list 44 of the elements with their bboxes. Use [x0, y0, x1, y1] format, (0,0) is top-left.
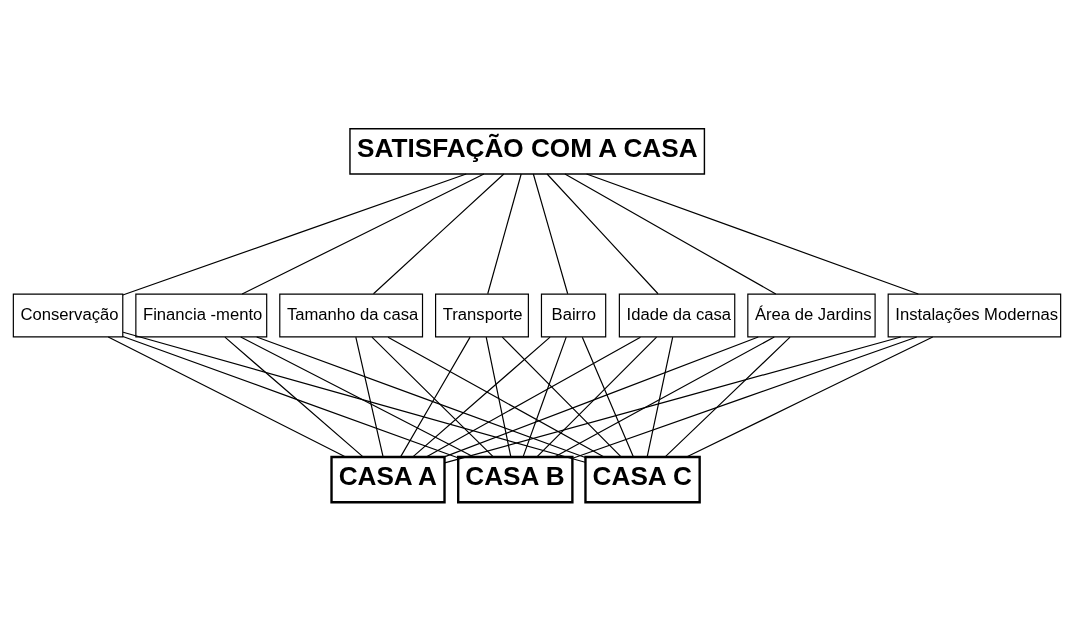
connector — [372, 173, 505, 295]
connector — [444, 336, 902, 464]
connector — [554, 336, 775, 458]
node-box: Instalações Modernas — [887, 293, 1062, 338]
node-box: Área de Jardins — [747, 293, 876, 338]
node-box: Bairro — [540, 293, 607, 338]
connector — [572, 336, 918, 459]
node-box: SATISFAÇÃO COM A CASA — [349, 128, 706, 175]
connector — [532, 173, 569, 295]
connector — [122, 335, 459, 459]
connector — [536, 336, 658, 458]
connector — [581, 336, 634, 458]
connector — [400, 336, 471, 458]
node-box: CASA A — [330, 455, 446, 504]
connector — [686, 336, 934, 458]
connector — [256, 336, 586, 459]
node-box: Idade da casa — [618, 293, 736, 338]
connector — [501, 336, 622, 458]
connector — [443, 336, 759, 458]
connector — [646, 336, 674, 458]
connector — [487, 173, 522, 295]
connector — [371, 336, 494, 458]
connector — [564, 173, 777, 295]
connector — [224, 336, 364, 458]
connector — [355, 336, 384, 458]
connector — [122, 173, 467, 296]
node-box: CASA C — [584, 455, 701, 504]
connector — [387, 336, 605, 458]
node-box: Tamanho da casa — [279, 293, 424, 338]
node-box: Conservação — [12, 293, 124, 338]
connector — [240, 336, 474, 458]
connector — [241, 173, 485, 295]
connector — [122, 331, 586, 463]
connector — [485, 336, 512, 458]
connector — [426, 336, 642, 458]
connector — [522, 336, 567, 458]
connector — [107, 336, 346, 458]
node-box: Financia -mento — [135, 293, 268, 338]
connector — [412, 336, 551, 458]
node-box: Transporte — [435, 293, 529, 338]
connector — [586, 173, 919, 295]
connector — [546, 173, 659, 295]
node-box: CASA B — [457, 455, 574, 504]
connector — [664, 336, 791, 458]
